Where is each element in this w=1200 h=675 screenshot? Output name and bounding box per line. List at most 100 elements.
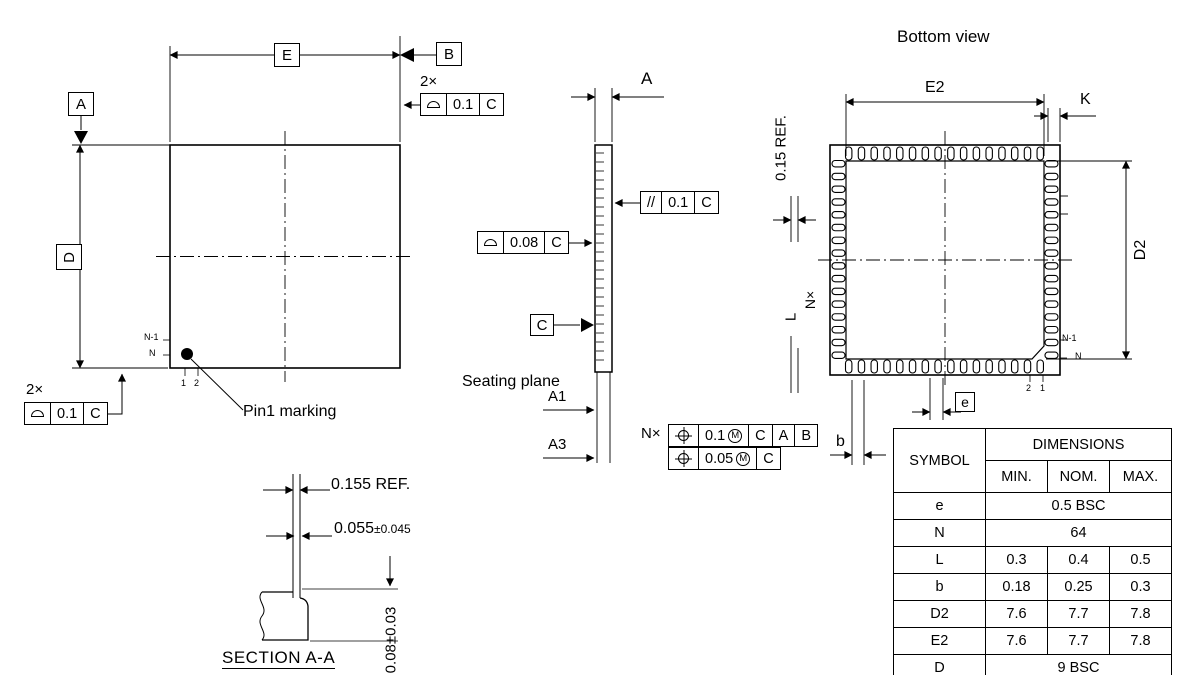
dim-b-label: b bbox=[836, 433, 845, 450]
fcf-tolerance-value: 0.1 bbox=[447, 93, 481, 116]
table-cell-min: 7.6 bbox=[985, 600, 1048, 628]
dim-e-label: E bbox=[281, 46, 292, 64]
table-row: b 0.18 0.25 0.3 bbox=[893, 573, 1172, 601]
datum-c-label: C bbox=[536, 316, 548, 334]
fcf-tolerance-value: 0.08 bbox=[504, 231, 546, 254]
ref-015-label: 0.15 REF. bbox=[772, 115, 790, 181]
pin-label-1: 1 bbox=[181, 378, 187, 388]
table-cell-min: 0.18 bbox=[985, 573, 1048, 601]
dim-008-label: 0.08±0.03 bbox=[382, 606, 400, 674]
dim-d-label: D bbox=[60, 251, 78, 263]
side-view-linework bbox=[543, 88, 664, 463]
pin-label-1-bottom-view: 1 bbox=[1040, 383, 1046, 393]
pin1-marking-label: Pin1 marking bbox=[243, 403, 337, 420]
parallelism-icon: // bbox=[640, 191, 663, 214]
table-cell-symbol: L bbox=[893, 546, 986, 574]
dim-k-label: K bbox=[1080, 91, 1091, 108]
table-cell-min: 0.3 bbox=[985, 546, 1048, 574]
dim-0055-tolerance: ±0.045 bbox=[374, 522, 411, 536]
table-cell-nom: 0.25 bbox=[1047, 573, 1110, 601]
bottom-view-title: Bottom view bbox=[897, 27, 990, 46]
fcf-datum-ref: C bbox=[480, 93, 504, 116]
fcf-parallelism: // 0.1 C bbox=[640, 191, 719, 214]
dim-pitch-e-box: e bbox=[955, 392, 975, 412]
datum-c-flag: C bbox=[530, 314, 554, 336]
dim-e2-label: E2 bbox=[925, 79, 945, 96]
datum-b-label: B bbox=[443, 45, 454, 63]
mmc-modifier-icon: M bbox=[736, 451, 751, 466]
fcf-datum-ref: C bbox=[545, 231, 569, 254]
fcf-tolerance-value: 0.05 bbox=[705, 450, 734, 467]
fcf-profile-top-right: 0.1 C bbox=[420, 93, 504, 116]
table-cell-value: 0.5 BSC bbox=[985, 492, 1172, 520]
dim-0055-value: 0.055 bbox=[334, 520, 375, 537]
fcf-tolerance-cell: 0.05 M bbox=[699, 447, 758, 470]
dim-pitch-e-label: e bbox=[961, 394, 969, 410]
section-linework bbox=[259, 474, 398, 642]
profile-of-surface-icon bbox=[477, 231, 504, 254]
table-cell-nom: 7.7 bbox=[1047, 627, 1110, 655]
table-cell-value: 64 bbox=[985, 519, 1172, 547]
fcf-tolerance-value: 0.1 bbox=[705, 427, 726, 444]
table-cell-nom: 7.7 bbox=[1047, 600, 1110, 628]
fcf-profile-side: 0.08 C bbox=[477, 231, 569, 254]
qty-bottom-left-label: 2× bbox=[26, 381, 44, 398]
fcf-datum-ref: B bbox=[795, 424, 818, 447]
table-header-nom: NOM. bbox=[1047, 460, 1110, 493]
table-header-min: MIN. bbox=[985, 460, 1048, 493]
fcf-profile-bottom-left: 0.1 C bbox=[24, 402, 108, 425]
table-row: L 0.3 0.4 0.5 bbox=[893, 546, 1172, 574]
datum-a-flag: A bbox=[68, 92, 94, 116]
table-cell-symbol: b bbox=[893, 573, 986, 601]
datum-b-flag: B bbox=[436, 42, 462, 66]
fcf-datum-ref: C bbox=[695, 191, 719, 214]
section-title: SECTION A-A bbox=[222, 648, 336, 669]
table-cell-value: 9 BSC bbox=[985, 654, 1172, 675]
table-header-dimensions: DIMENSIONS bbox=[985, 428, 1172, 461]
table-cell-nom: 0.4 bbox=[1047, 546, 1110, 574]
fcf-datum-ref: C bbox=[757, 447, 781, 470]
dim-a1-label: A1 bbox=[548, 388, 567, 405]
table-row: N 64 bbox=[893, 519, 1172, 547]
pin-label-2-bottom-view: 2 bbox=[1026, 383, 1032, 393]
table-row: e 0.5 BSC bbox=[893, 492, 1172, 520]
table-row: D2 7.6 7.7 7.8 bbox=[893, 600, 1172, 628]
profile-of-surface-icon bbox=[24, 402, 51, 425]
fcf-position-primary: 0.1 M C A B bbox=[668, 424, 818, 447]
table-cell-max: 0.3 bbox=[1109, 573, 1172, 601]
fcf-tolerance-value: 0.1 bbox=[51, 402, 85, 425]
table-cell-symbol: e bbox=[893, 492, 986, 520]
dim-a-label: A bbox=[641, 69, 653, 88]
table-cell-max: 7.8 bbox=[1109, 600, 1172, 628]
ref-0155-label: 0.155 REF. bbox=[331, 476, 411, 493]
profile-of-surface-icon bbox=[420, 93, 447, 116]
qty-nx-label: N× bbox=[802, 290, 818, 310]
datum-a-label: A bbox=[75, 95, 86, 113]
fcf-datum-ref: C bbox=[84, 402, 108, 425]
position-icon bbox=[668, 447, 699, 470]
table-cell-symbol: E2 bbox=[893, 627, 986, 655]
pin-label-2: 2 bbox=[194, 378, 200, 388]
top-view-linework bbox=[72, 36, 436, 415]
qty-top-right-label: 2× bbox=[420, 73, 438, 90]
pin-label-n: N bbox=[149, 348, 156, 358]
fcf-datum-ref: C bbox=[749, 424, 773, 447]
fcf-tolerance-value: 0.1 bbox=[662, 191, 696, 214]
position-icon bbox=[668, 424, 699, 447]
dim-l-label: L bbox=[782, 312, 800, 322]
bottom-view-linework bbox=[773, 94, 1132, 465]
fcf-position-secondary: 0.05 M C bbox=[668, 447, 781, 470]
table-cell-symbol: N bbox=[893, 519, 986, 547]
table-row: D 9 BSC bbox=[893, 654, 1172, 675]
fcf-tolerance-cell: 0.1 M bbox=[699, 424, 750, 447]
dim-d2-label: D2 bbox=[1132, 239, 1149, 261]
dim-a3-label: A3 bbox=[548, 436, 567, 453]
dimensions-table: SYMBOL DIMENSIONS MIN. NOM. MAX. e 0.5 B… bbox=[893, 428, 1172, 675]
table-header-max: MAX. bbox=[1109, 460, 1172, 493]
pin-label-n-minus-1-bottom-view: N-1 bbox=[1062, 333, 1077, 343]
seating-plane-label: Seating plane bbox=[462, 373, 560, 390]
table-cell-symbol: D bbox=[893, 654, 986, 675]
dim-0055-label: 0.055±0.045 bbox=[334, 521, 411, 537]
